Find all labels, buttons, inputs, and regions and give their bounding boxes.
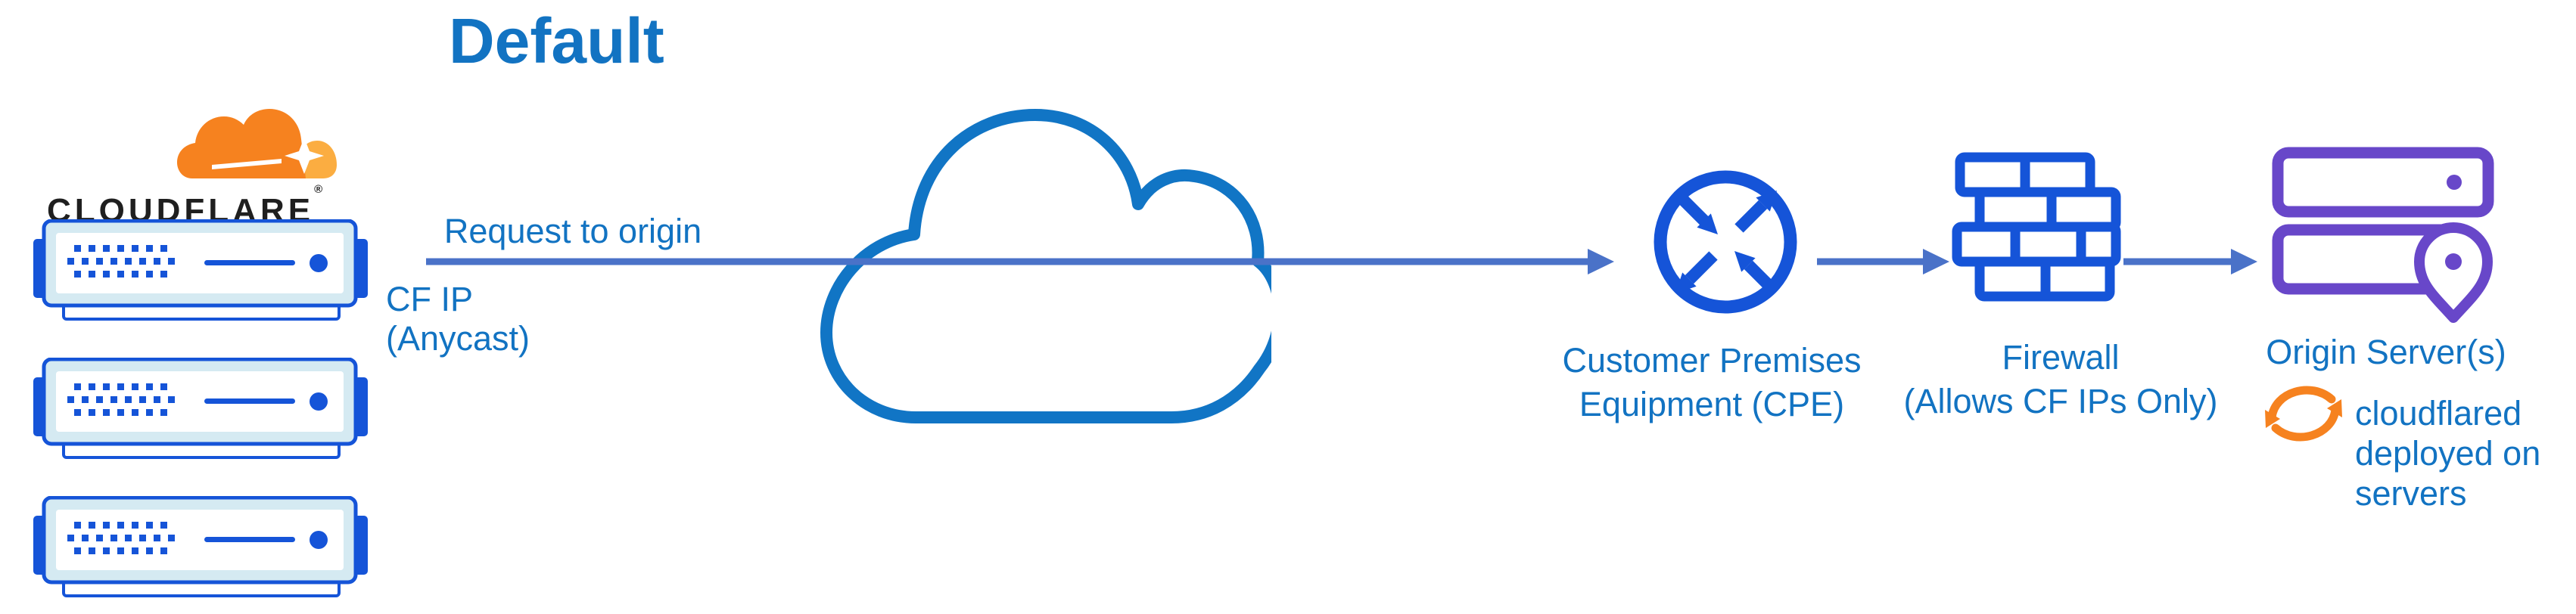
location-pin-dot xyxy=(2445,253,2462,270)
registered-mark: ® xyxy=(314,183,323,196)
diagram-title: Default xyxy=(449,5,664,76)
origin-servers-icon xyxy=(2272,147,2494,323)
firewall-label-line1: Firewall xyxy=(2002,338,2120,377)
cloudflare-server-icon xyxy=(33,496,368,597)
cloudflare-server-icon xyxy=(33,219,368,321)
cloudflare-server-icon xyxy=(33,358,368,459)
cloudflare-logo-cloud-icon xyxy=(177,109,337,178)
arrow-cpe-to-firewall xyxy=(1817,249,1949,274)
arrow-head-icon xyxy=(1588,249,1614,274)
arrow-head-icon xyxy=(2231,249,2257,274)
cloudflared-label-line2: deployed on xyxy=(2355,434,2541,473)
server-power-dot xyxy=(310,254,328,272)
server-vent-dots xyxy=(67,383,175,416)
cloudflared-label-line1: cloudflared xyxy=(2355,394,2522,433)
cpe-label: Customer Premises Equipment (CPE) xyxy=(1562,339,1861,426)
cloudflared-label: cloudflared deployed on servers xyxy=(2355,393,2540,513)
server-vent-dots xyxy=(67,245,175,278)
cpe-label-line1: Customer Premises xyxy=(1562,341,1862,380)
cpe-label-line2: Equipment (CPE) xyxy=(1579,385,1845,423)
arrow-firewall-to-origin xyxy=(2123,249,2257,274)
firewall-bricks-icon xyxy=(1952,152,2121,302)
arrow-head-icon xyxy=(1923,249,1949,274)
cloudflare-logo-streak xyxy=(212,159,282,169)
cpe-router-icon xyxy=(1654,170,1797,314)
cloudflare-logo-cloud-body xyxy=(177,109,306,178)
location-pin-icon xyxy=(2414,222,2493,323)
cf-ip-anycast-label: CF IP (Anycast) xyxy=(386,280,530,358)
cf-ip-line2: (Anycast) xyxy=(386,319,530,358)
server-vent-dots xyxy=(67,522,175,554)
sync-arrows-icon xyxy=(2265,386,2342,442)
origin-server-dot xyxy=(2447,175,2462,190)
firewall-label-line2: (Allows CF IPs Only) xyxy=(1903,382,2218,420)
server-slot-line xyxy=(204,260,295,265)
firewall-label: Firewall (Allows CF IPs Only) xyxy=(1903,336,2217,423)
arrow-request-to-origin xyxy=(426,249,1614,274)
cloudflared-label-line3: servers xyxy=(2355,474,2467,513)
origin-servers-label: Origin Server(s) xyxy=(2266,333,2506,371)
cf-ip-line1: CF IP xyxy=(386,280,474,318)
request-to-origin-label: Request to origin xyxy=(443,212,702,250)
cloudflare-logo-sparkle xyxy=(285,138,324,174)
